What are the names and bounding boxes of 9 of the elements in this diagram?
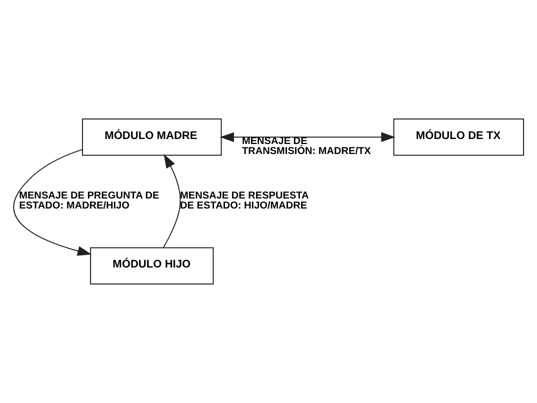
node-box: MÓDULO HIJO xyxy=(90,247,214,284)
node-box: MÓDULO MADRE xyxy=(82,118,222,156)
edge-label: MENSAJE DE PREGUNTA DE ESTADO: MADRE/HIJO xyxy=(19,190,160,212)
arrow xyxy=(13,149,92,256)
edge-label: MENSAJE DE TRANSMISIÓN: MADRE/TX xyxy=(242,136,371,158)
arrow xyxy=(162,154,181,248)
node-box: MÓDULO DE TX xyxy=(393,118,524,156)
edge-label: MENSAJE DE RESPUESTA DE ESTADO: HIJO/MADRE xyxy=(180,190,309,212)
arrow xyxy=(220,132,396,142)
